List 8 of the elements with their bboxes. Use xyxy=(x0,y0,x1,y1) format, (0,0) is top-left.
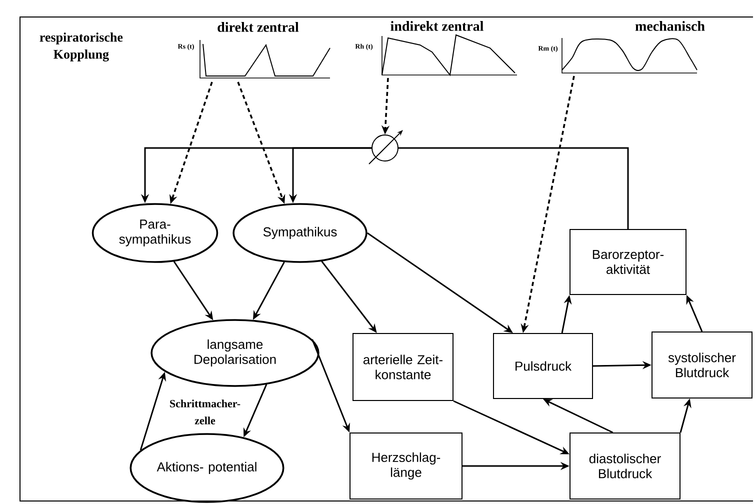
process-box: Herzschlag- länge xyxy=(350,432,462,500)
process-box: Pulsdruck xyxy=(493,333,593,399)
process-box: systolischer Blutdruck xyxy=(652,332,752,398)
note-label: Schrittmacher- zelle xyxy=(170,400,240,424)
note-label: respiratorische Kopplung xyxy=(40,32,123,62)
process-box: Barorzeptor- aktivität xyxy=(570,229,686,295)
process-box: diastolischer Blutdruck xyxy=(570,432,680,500)
process-box: arterielle Zeit- konstante xyxy=(352,333,454,401)
